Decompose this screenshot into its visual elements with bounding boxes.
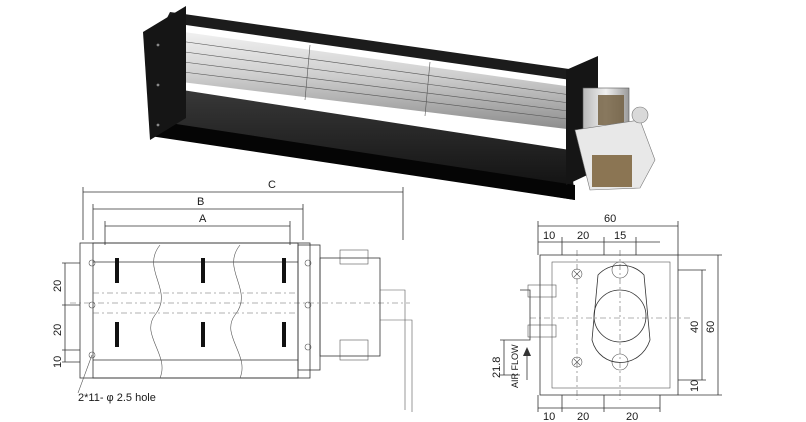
front-dim-a: A bbox=[199, 213, 207, 225]
front-dim-10: 10 bbox=[52, 356, 64, 368]
side-dim-15-top: 15 bbox=[614, 230, 626, 242]
mount-hole bbox=[88, 259, 312, 359]
front-dim-20-top: 20 bbox=[52, 280, 64, 292]
front-dim-c: C bbox=[268, 179, 276, 191]
side-dim-60-right: 60 bbox=[705, 321, 717, 333]
side-dim-20-bottom-a: 20 bbox=[577, 411, 589, 422]
hole-note: 2*11- φ 2.5 hole bbox=[78, 392, 156, 404]
front-view-drawing bbox=[62, 187, 413, 412]
air-flow-label: AIR FLOW bbox=[510, 344, 520, 388]
screw-icon bbox=[571, 268, 583, 368]
fan-photo bbox=[143, 6, 656, 200]
side-dim-20-top: 20 bbox=[577, 230, 589, 242]
side-dim-10-bottom: 10 bbox=[543, 411, 555, 422]
front-dim-20-bottom: 20 bbox=[52, 324, 64, 336]
front-dim-b: B bbox=[197, 196, 204, 208]
side-dim-60-top: 60 bbox=[604, 213, 616, 225]
side-view-drawing bbox=[500, 221, 722, 412]
side-dim-10-right: 10 bbox=[689, 380, 701, 392]
air-flow-arrow-icon bbox=[523, 347, 531, 380]
side-dim-10-top: 10 bbox=[543, 230, 555, 242]
side-dim-21-8: 21.8 bbox=[491, 357, 503, 378]
side-dim-40: 40 bbox=[689, 321, 701, 333]
side-dim-20-bottom-b: 20 bbox=[626, 411, 638, 422]
